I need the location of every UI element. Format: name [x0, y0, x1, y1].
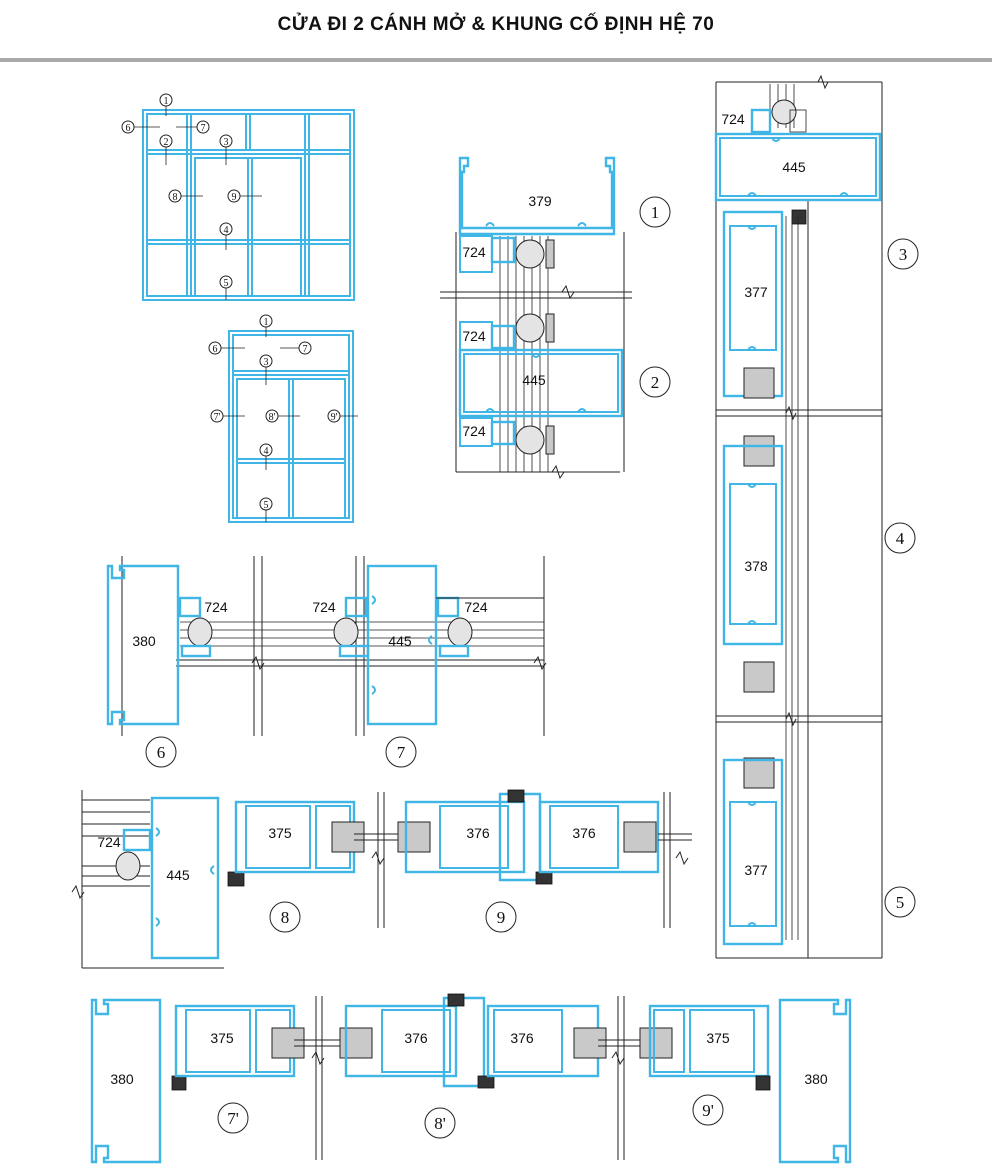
profile-label: 724: [462, 328, 486, 344]
profile-label: 376: [404, 1030, 428, 1046]
profile-label: 378: [744, 558, 768, 574]
profile-label: 724: [721, 111, 745, 127]
callout-label: 1: [164, 96, 169, 107]
profile-label: 377: [744, 284, 768, 300]
section-1-2: 379 724 724 445 724 1 2: [440, 156, 671, 480]
callout-label: 4: [264, 446, 269, 457]
section-marker: 8: [281, 908, 290, 927]
section-3-5: 724 445 377 378 377: [714, 74, 919, 959]
profile-378: [722, 444, 784, 646]
profile-label: 445: [166, 867, 190, 883]
section-marker: 2: [651, 373, 660, 392]
profile-724: [490, 420, 516, 446]
callout-label: 8': [269, 412, 276, 423]
profile-label: 380: [132, 633, 156, 649]
profile-label: 375: [706, 1030, 730, 1046]
section-marker: 7': [227, 1109, 239, 1128]
callout-label: 7': [214, 412, 221, 423]
profile-label: 377: [744, 862, 768, 878]
callout-label: 6: [126, 123, 131, 134]
profile-label: 379: [528, 193, 552, 209]
profile-377: [722, 758, 784, 946]
section-marker: 5: [896, 893, 905, 912]
section-marker: 9': [702, 1101, 714, 1120]
profile-724: [344, 596, 368, 618]
glass-lines-6-7: [180, 621, 544, 647]
elevation-top-callouts: 1 6 7 2 3 8 9 4 5: [121, 93, 262, 300]
title-divider: [0, 58, 992, 62]
profile-label: 724: [97, 834, 121, 850]
callout-label: 9: [232, 192, 237, 203]
callout-label: 2: [164, 137, 169, 148]
profile-376: [344, 1004, 458, 1078]
profile-label: 724: [464, 599, 488, 615]
profile-label: 445: [388, 633, 412, 649]
elevation-bottom: 1 6 7 3 7' 8' 9' 4 5: [208, 314, 358, 523]
profile-375: [648, 1004, 770, 1078]
section-marker: 3: [899, 245, 908, 264]
callout-label: 3: [224, 137, 229, 148]
elevation-bottom-callouts: 1 6 7 3 7' 8' 9' 4 5: [208, 314, 358, 522]
callout-label: 4: [224, 225, 229, 236]
callout-label: 5: [264, 500, 269, 511]
section-8-9: 724 445 375 376 376: [71, 789, 692, 969]
section-6-7: 380 724 724 445 724 6 7: [106, 556, 547, 768]
profile-label: 376: [510, 1030, 534, 1046]
profile-379: [458, 156, 616, 236]
profile-445: [366, 564, 438, 726]
section-marker: 1: [651, 203, 660, 222]
profile-label: 445: [782, 159, 806, 175]
profile-724: [178, 596, 202, 618]
section-marker: 6: [157, 743, 166, 762]
profile-label: 375: [210, 1030, 234, 1046]
profile-label: 445: [522, 372, 546, 388]
profile-label: 376: [466, 825, 490, 841]
callout-label: 3: [264, 357, 269, 368]
profile-380: [106, 564, 180, 726]
callout-label: 6: [213, 344, 218, 355]
profile-label: 724: [204, 599, 228, 615]
section-marker: 9: [497, 908, 506, 927]
elevation-top: 1 6 7 2 3 8 9 4 5: [121, 93, 355, 301]
callout-label: 1: [264, 317, 269, 328]
profile-724: [122, 828, 152, 852]
profile-376: [404, 800, 526, 874]
section-marker: 4: [896, 529, 905, 548]
callout-label: 9': [331, 412, 338, 423]
profile-445: [458, 348, 624, 418]
callout-label: 7: [303, 344, 308, 355]
section-bottom: 380 375 376 376 375: [90, 993, 852, 1164]
callout-label: 5: [224, 278, 229, 289]
profile-724: [750, 108, 772, 134]
profile-724: [490, 236, 516, 264]
profile-label: 376: [572, 825, 596, 841]
profile-380: [778, 998, 852, 1164]
profile-label: 724: [462, 244, 486, 260]
profile-label: 375: [268, 825, 292, 841]
section-marker: 8': [434, 1114, 446, 1133]
profile-376: [538, 800, 660, 874]
profile-380: [90, 998, 162, 1164]
profile-445: [714, 132, 882, 202]
profile-724: [490, 324, 516, 350]
profile-label: 380: [110, 1071, 134, 1087]
callout-label: 7: [201, 123, 206, 134]
callout-label: 8: [173, 192, 178, 203]
profile-445: [150, 796, 220, 960]
profile-724: [436, 596, 460, 618]
page-title: CỬA ĐI 2 CÁNH MỞ & KHUNG CỐ ĐỊNH HỆ 70: [277, 14, 715, 35]
profile-label: 380: [804, 1071, 828, 1087]
profile-label: 724: [312, 599, 336, 615]
section-marker: 7: [397, 743, 406, 762]
profile-label: 724: [462, 423, 486, 439]
